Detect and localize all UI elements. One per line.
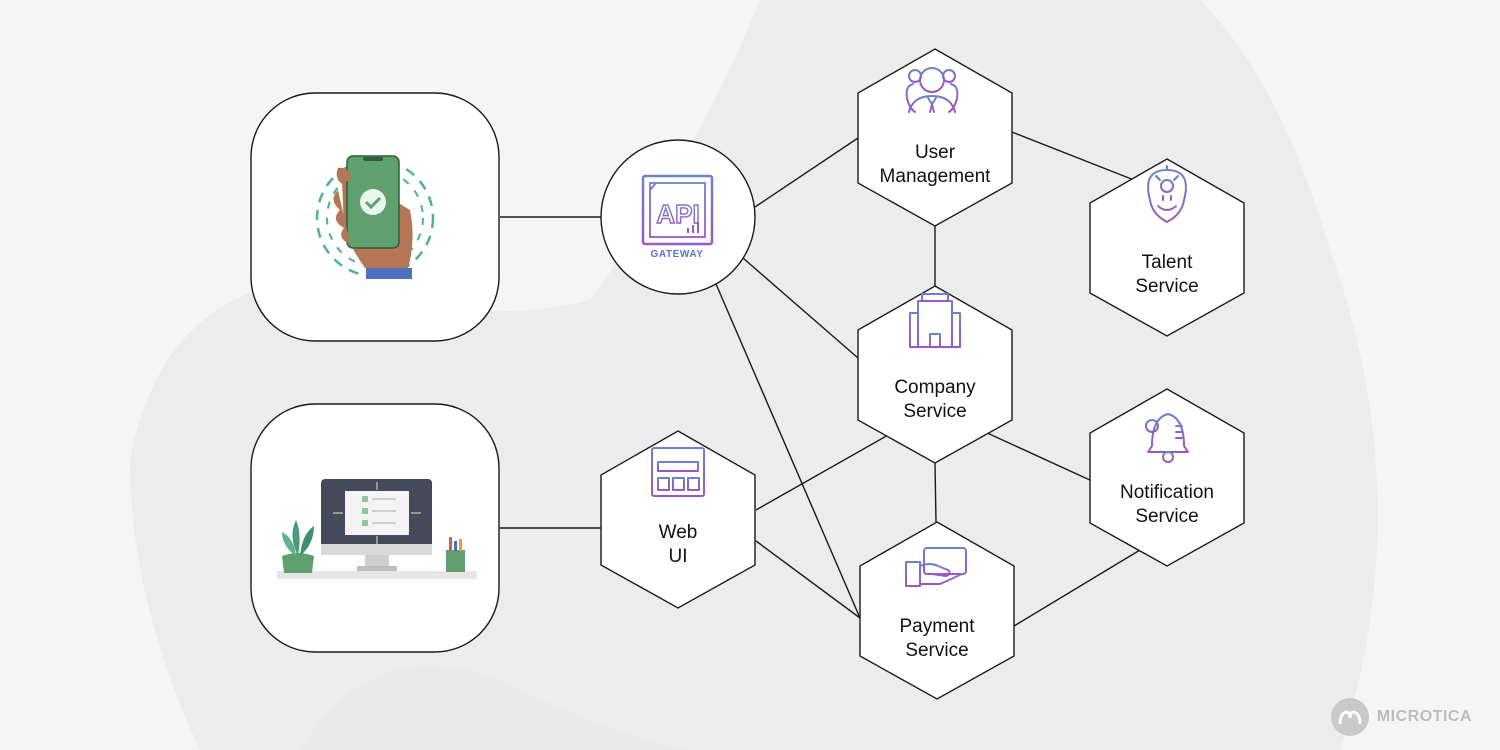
- users-group-icon: [905, 67, 959, 113]
- talent-service-label: Talent Service: [1092, 251, 1242, 299]
- microtica-logo-icon: [1330, 698, 1369, 736]
- notification-service-node: [1089, 388, 1245, 567]
- company-service-label: Company Service: [860, 376, 1010, 424]
- web-ui-line1: Web: [658, 522, 698, 543]
- edge-company-payment: [934, 462, 937, 523]
- company-service-node: [857, 285, 1013, 464]
- user-management-node: [857, 48, 1013, 227]
- web-ui-line2: UI: [668, 546, 688, 567]
- edge-notification-payment: [1013, 549, 1141, 627]
- lightbulb-head-icon: [1147, 165, 1187, 223]
- payment-service-line1: Payment: [899, 616, 975, 637]
- web-ui-node: [600, 430, 756, 609]
- payment-service-label: Payment Service: [862, 615, 1012, 663]
- user-management-label: User Management: [860, 141, 1010, 189]
- user-management-line1: User: [914, 142, 956, 163]
- office-building-icon: [909, 293, 961, 348]
- user-management-line2: Management: [879, 166, 991, 187]
- payment-service-node: [859, 521, 1015, 700]
- web-ui-label: Web UI: [603, 521, 753, 569]
- brand-name: MICROTICA: [1376, 708, 1472, 725]
- credit-card-hand-icon: [905, 547, 967, 587]
- edge-gateway-user: [754, 137, 859, 208]
- edge-webui-payment: [755, 540, 861, 619]
- edge-company-notification: [984, 431, 1093, 482]
- talent-service-node: [1089, 158, 1245, 337]
- edge-gateway-company: [742, 257, 859, 359]
- edge-company-webui: [755, 433, 891, 511]
- company-service-line1: Company: [894, 377, 976, 398]
- notification-service-line1: Notification: [1120, 482, 1214, 503]
- brand-logo: MICROTICA: [1330, 698, 1472, 736]
- notification-service-line2: Service: [1135, 506, 1199, 527]
- notification-service-label: Notification Service: [1092, 481, 1242, 529]
- edge-user-talent: [1011, 131, 1135, 181]
- bell-icon: [1145, 405, 1189, 463]
- payment-service-line2: Service: [905, 640, 969, 661]
- api-gateway-icon: [641, 174, 714, 246]
- gateway-caption: GATEWAY: [650, 249, 703, 260]
- desktop-computer-icon: [277, 479, 477, 579]
- edge-gateway-payment: [715, 283, 861, 619]
- talent-service-line1: Talent: [1141, 252, 1193, 273]
- mobile-phone-checkmark-icon: [315, 155, 435, 279]
- browser-window-icon: [651, 447, 705, 497]
- api-gateway-node: API GATEWAY: [600, 139, 756, 295]
- talent-service-line2: Service: [1135, 276, 1199, 297]
- connector-lines: [500, 131, 1141, 627]
- company-service-line2: Service: [903, 401, 967, 422]
- api-text: API: [656, 199, 699, 229]
